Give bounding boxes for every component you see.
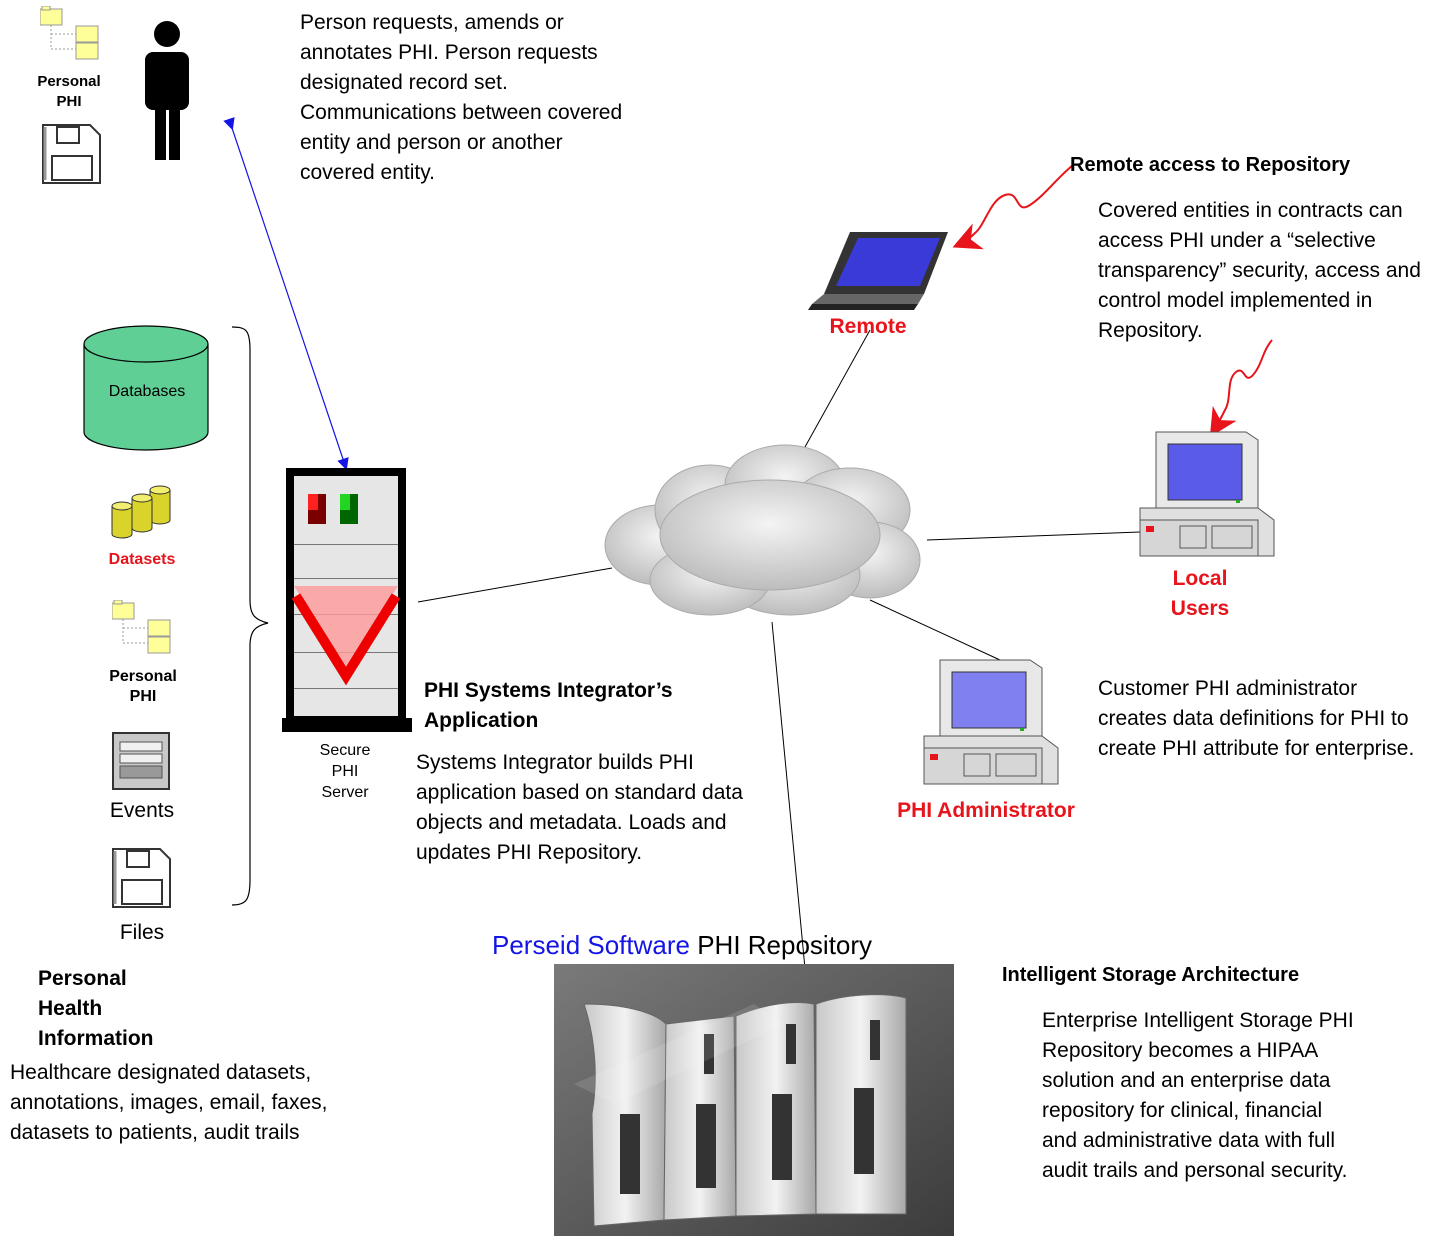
admin-computer-icon (920, 656, 1060, 797)
repository-name: PHI Repository (689, 930, 873, 960)
files-icon (110, 846, 174, 915)
local-squiggle-arrow (1209, 339, 1273, 438)
remote-label: Remote (829, 315, 907, 338)
repository-title: Perseid Software PHI Repository (492, 928, 972, 962)
storage-heading: Intelligent Storage Architecture (1002, 964, 1300, 986)
personal-phi-label: Personal PHI (109, 668, 177, 705)
top-personal-phi-label: Personal PHI (37, 73, 101, 110)
storage-body: Enterprise Intelligent Storage PHI Repos… (1042, 1009, 1354, 1182)
integrator-body: Systems Integrator builds PHI applicatio… (416, 751, 743, 864)
link-server-cloud (417, 567, 613, 603)
secure-server-icon (282, 466, 412, 741)
phi-info-body: Healthcare designated datasets, annotati… (10, 1061, 328, 1144)
integrator-heading: PHI Systems Integrator’s Application (424, 679, 673, 732)
events-label: Events (109, 799, 175, 822)
admin-label: PHI Administrator (897, 799, 1075, 822)
laptop-icon (806, 224, 956, 319)
personal-phi-folder-icon (111, 599, 172, 661)
database-icon (82, 324, 212, 459)
local-users-computer-icon (1136, 428, 1276, 569)
remote-body: Covered entities in contracts can access… (1098, 199, 1421, 342)
files-label: Files (119, 921, 165, 944)
server-label: Secure PHI Server (319, 742, 371, 801)
link-local-cloud (926, 531, 1141, 541)
network-cloud-icon (600, 440, 930, 635)
sources-brace (231, 326, 269, 906)
person-server-arrow (223, 116, 349, 471)
floppy-disk-icon (40, 122, 104, 191)
folder-tree-icon (39, 5, 100, 62)
repository-brand: Perseid Software (492, 930, 690, 960)
events-icon (112, 732, 172, 797)
remote-squiggle-arrow (952, 164, 1074, 250)
storage-array-image (554, 964, 954, 1236)
person-note: Person requests, amends or annotates PHI… (300, 11, 623, 184)
local-users-label: Local Users (1170, 567, 1230, 620)
person-icon (138, 18, 198, 173)
phi-info-heading: Personal Health Information (38, 967, 154, 1050)
datasets-icon (108, 482, 178, 547)
databases-label: Databases (108, 383, 186, 400)
remote-heading: Remote access to Repository (1070, 154, 1351, 176)
admin-body: Customer PHI administrator creates data … (1098, 677, 1415, 760)
link-admin-cloud (869, 599, 1001, 661)
datasets-label: Datasets (108, 551, 176, 568)
link-repo-cloud (771, 621, 809, 1001)
